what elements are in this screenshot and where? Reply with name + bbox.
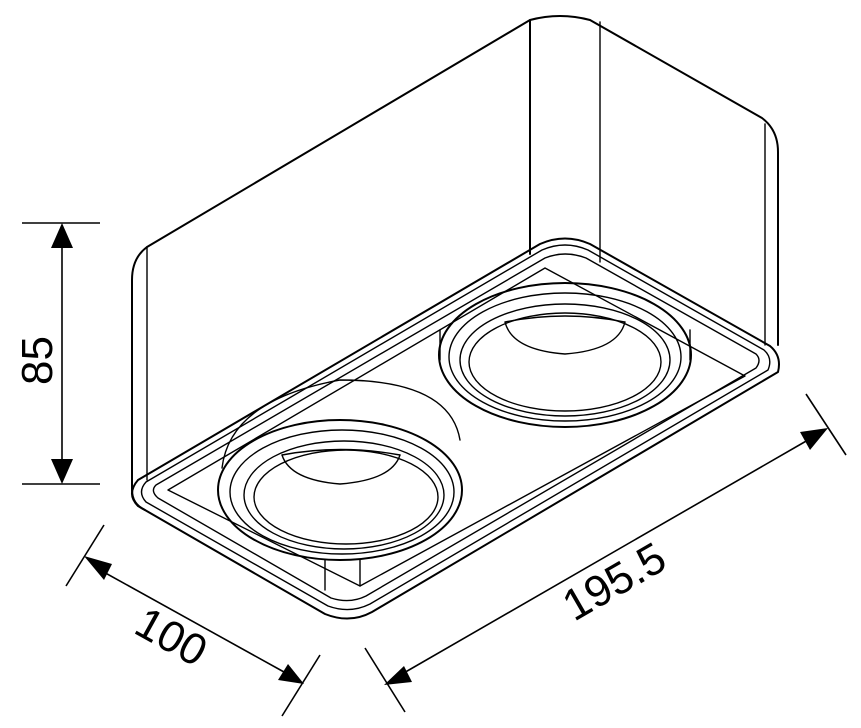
arrow-right-icon [800,428,828,450]
lens-module-right [438,282,692,428]
arrow-up-icon [51,223,73,248]
length-label: 195.5 [555,533,675,630]
arrow-left-icon [84,556,112,580]
bottom-rim [131,237,780,620]
arrow-right-icon [278,664,304,684]
height-label: 85 [13,336,62,385]
lens-module-left [217,379,463,561]
depth-dimension: 100 [65,524,321,717]
height-dimension: 85 [13,222,100,485]
fixture-housing [131,15,779,511]
arrow-down-icon [51,459,73,484]
depth-label: 100 [127,598,215,676]
length-dimension: 195.5 [364,393,847,713]
arrow-left-icon [384,666,412,685]
